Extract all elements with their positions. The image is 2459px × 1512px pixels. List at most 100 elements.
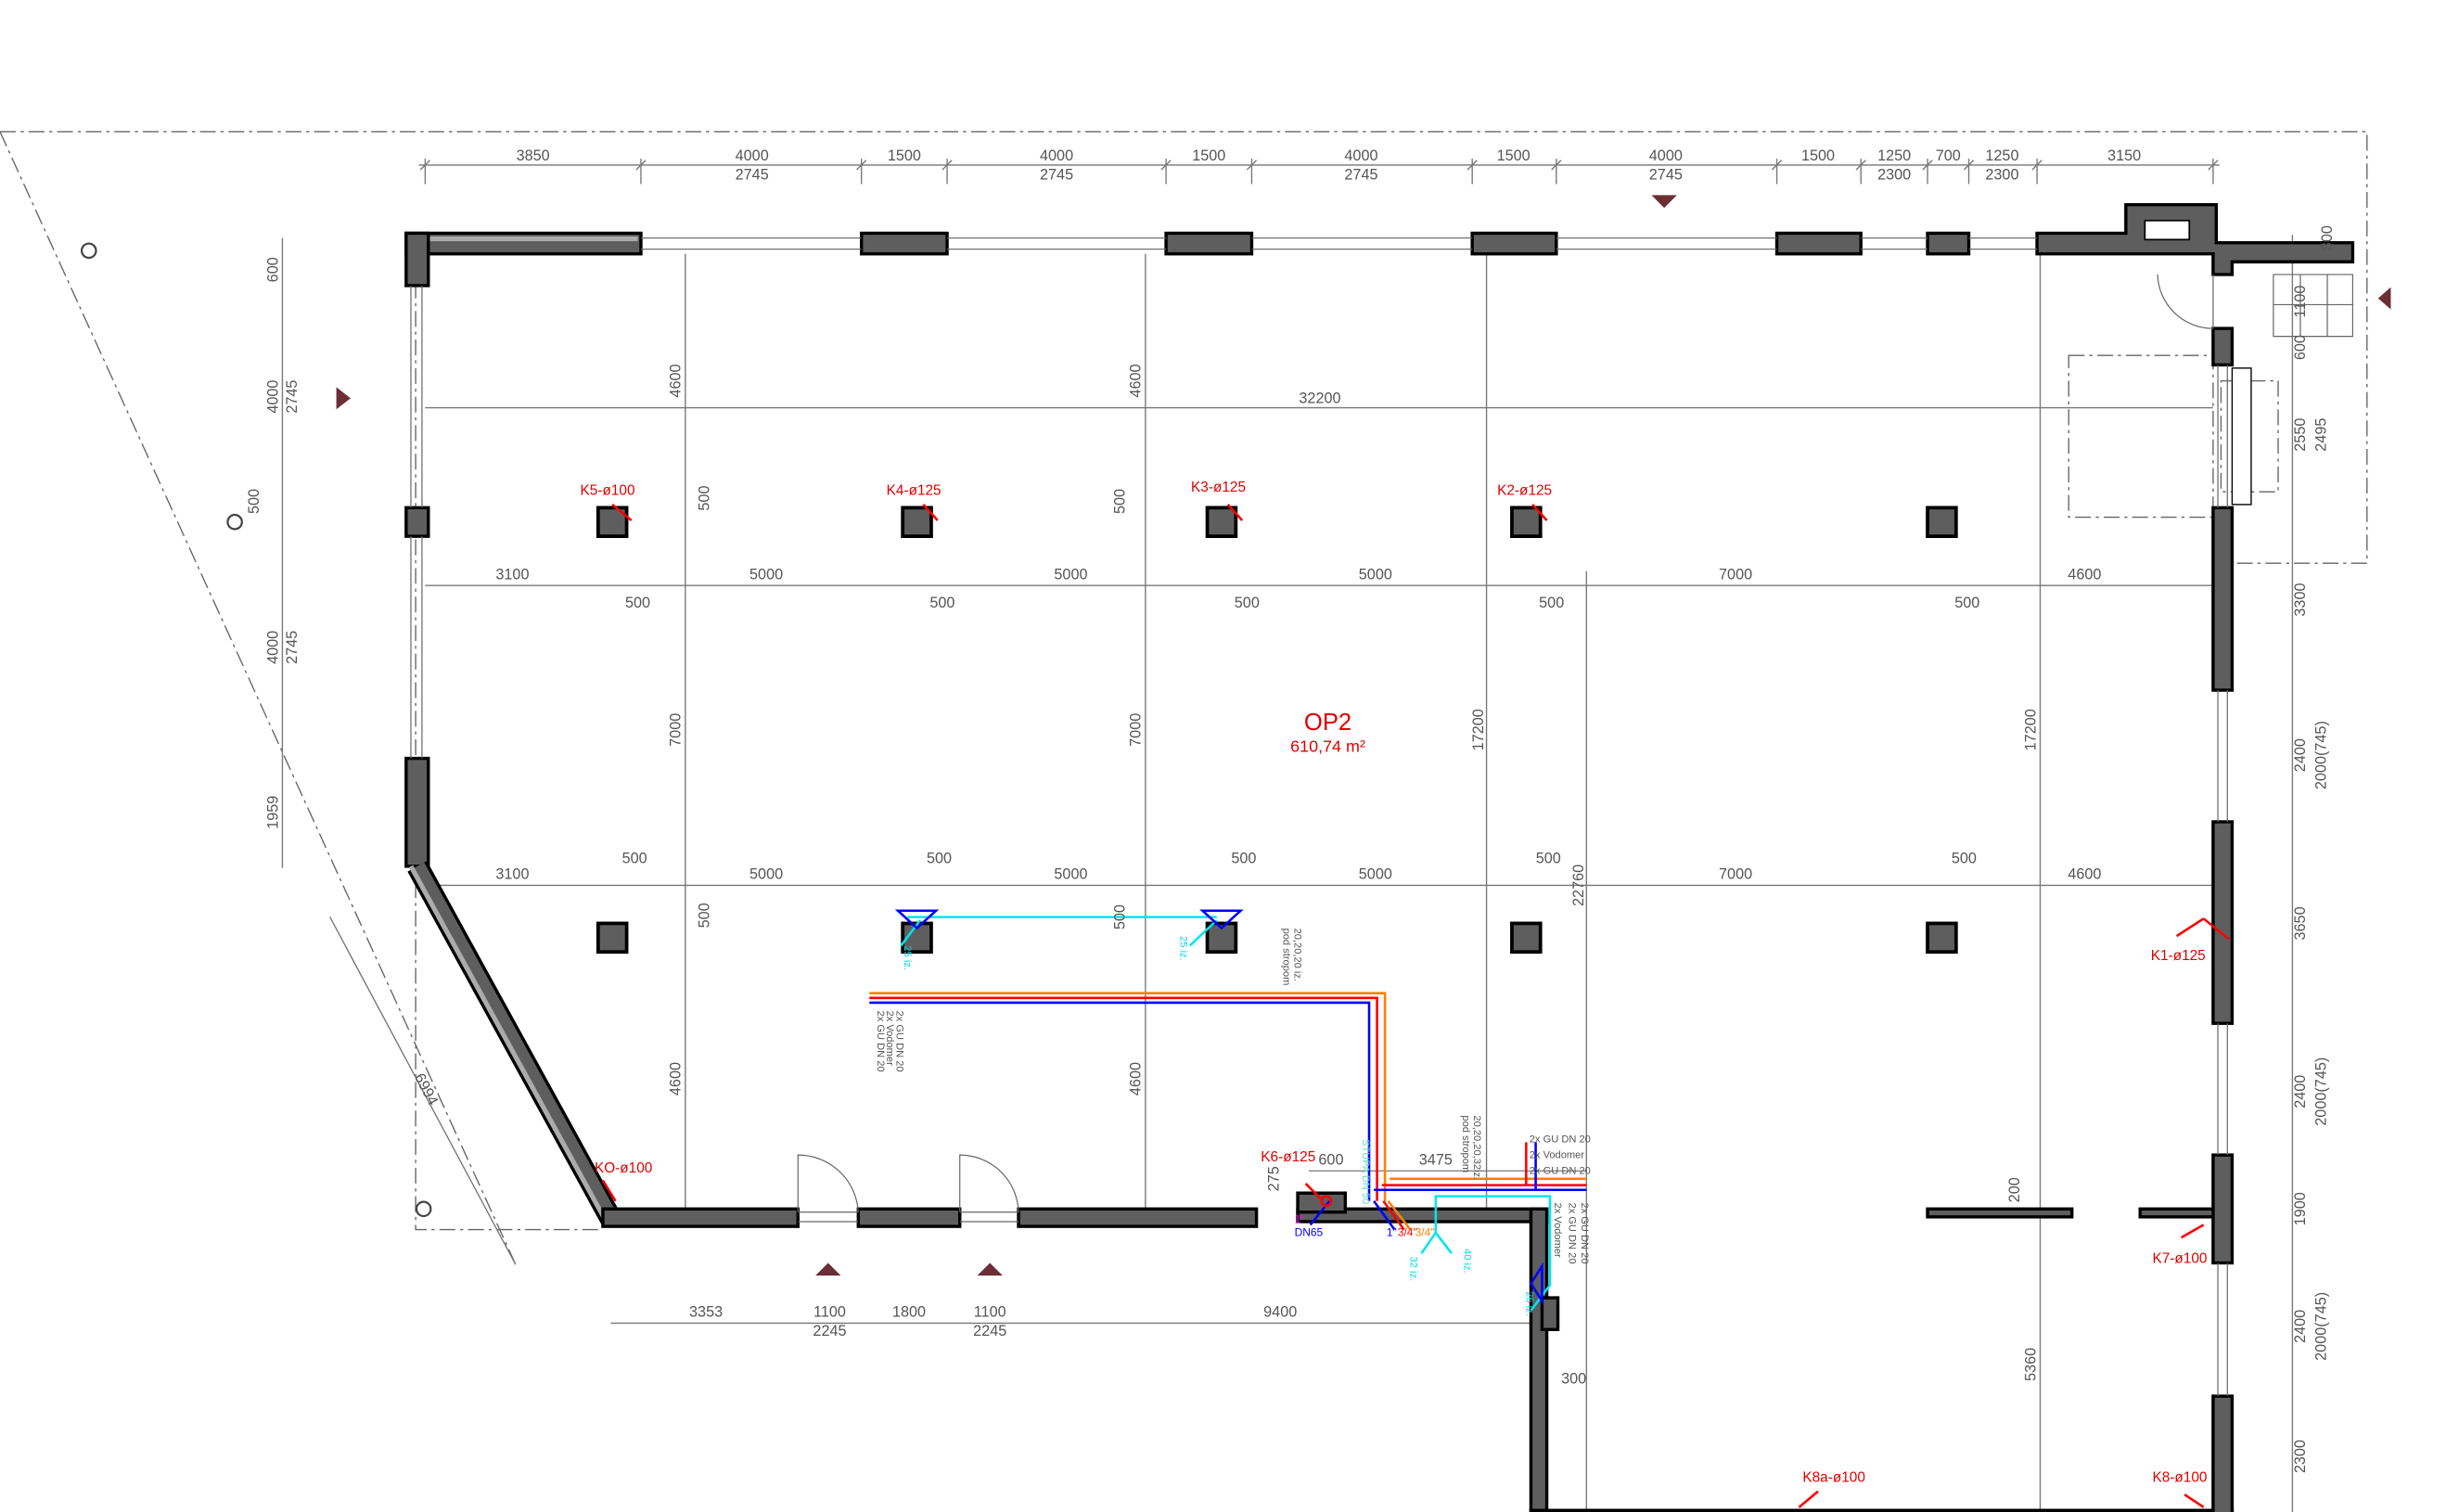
dim-label: 5000: [1054, 566, 1087, 583]
dim-label: 500: [1952, 850, 1977, 866]
dim-label: 32200: [1299, 390, 1340, 406]
dim-label: 4600: [2068, 866, 2101, 883]
column: [1926, 921, 1958, 955]
section-markers: [336, 195, 2391, 1276]
dim-label: 1500: [1801, 147, 1835, 164]
plot-boundary: [0, 131, 2368, 1265]
valve-note: 2x GU DN 20: [1567, 1202, 1578, 1263]
dim-label: 4600: [1128, 364, 1145, 397]
drain-label: K5-ø100: [581, 483, 635, 499]
left-dimensions: 600 4000 2745 500 4000 2745 1959: [246, 257, 301, 829]
pipe-size: 1": [1295, 1213, 1305, 1226]
dim-label: 300: [1561, 1370, 1586, 1387]
top-dimensions: 3850 4000 2745 1500 4000 2745 1500 4000 …: [517, 147, 2142, 184]
room-name: OP2: [1304, 710, 1351, 736]
dim-label: 3300: [2292, 583, 2309, 616]
dim-label: 4000: [1649, 147, 1683, 164]
drain-label: K2-ø125: [1497, 483, 1552, 499]
pipe-note: pod stropom: [1281, 929, 1292, 986]
dim-label: 2400: [2292, 1310, 2309, 1343]
valve-note: 2x Vodomer: [1552, 1202, 1563, 1258]
dim-label: 4600: [2068, 566, 2101, 583]
dim-label: 4600: [668, 364, 685, 397]
door-swing: [797, 1154, 859, 1212]
dim-label: 5360: [2022, 1348, 2039, 1381]
valve-note: 2x GU DN 20: [1530, 1166, 1591, 1177]
dim-label: 500: [246, 489, 263, 514]
dim-label: 500: [1536, 850, 1561, 866]
pipe-size: 3/4": [1415, 1225, 1435, 1238]
dim-label: 300: [2319, 225, 2336, 250]
dim-label: 2245: [973, 1323, 1006, 1339]
dim-label: 4000: [264, 380, 281, 414]
right-dimensions: 300 1100 600 2550 2495 3300 2400 2000(74…: [2292, 225, 2336, 1473]
dim-label: 2745: [284, 380, 301, 414]
dim-label: 7000: [1719, 866, 1752, 883]
pipe-size: DN65: [1295, 1225, 1324, 1238]
dim-label: 5000: [749, 566, 783, 583]
dim-label: 500: [929, 595, 954, 611]
walls: [404, 202, 2355, 1512]
dim-label: 500: [697, 486, 713, 511]
dim-label: 2745: [1649, 166, 1683, 183]
dim-label: 7000: [1719, 566, 1752, 583]
dim-label: 275: [1266, 1166, 1283, 1191]
plumbing-pipes: [601, 503, 2230, 1508]
door-swing: [959, 1154, 1019, 1212]
dim-label: 700: [1936, 147, 1961, 164]
dim-label: 1800: [892, 1304, 926, 1321]
dim-label: 500: [1954, 595, 1979, 611]
dim-label: 600: [2292, 335, 2309, 360]
drain-label: KO-ø100: [595, 1160, 652, 1176]
dim-label: 500: [622, 850, 647, 866]
dim-label: 500: [927, 850, 952, 866]
dim-label: 1250: [1877, 147, 1911, 164]
dim-label: 7000: [1128, 713, 1145, 747]
dim-label: 9400: [1263, 1304, 1297, 1321]
drain-label: K6-ø125: [1261, 1149, 1315, 1165]
dim-label: 5000: [749, 866, 783, 883]
dim-label: 2745: [1344, 166, 1377, 183]
pipe-note: 20,20,20 iz.: [1292, 929, 1303, 981]
plumbing-notes: 2x GU DN 20 2x Vodomer 2x GU DN 20 2x GU…: [875, 929, 1591, 1316]
dim-label: 4000: [1344, 147, 1377, 164]
pipe-size: 3/4": [1398, 1225, 1417, 1238]
column: [596, 921, 629, 955]
interior-dimensions: 32200 3100 5000 5000 5000 7000 4600 500 …: [495, 364, 2101, 1381]
dim-label: 2495: [2312, 418, 2329, 452]
columns: [596, 506, 1958, 955]
dim-label: 2000(745): [2312, 1292, 2329, 1361]
section-marker-top: [1651, 195, 1677, 209]
dim-label: 2745: [1040, 166, 1073, 183]
room-area: 610,74 m²: [1290, 737, 1365, 756]
dim-label: 1500: [888, 147, 921, 164]
pipe-note: pod stropom: [1460, 1115, 1471, 1172]
riser-label: STUPA DN 50: [1360, 1139, 1371, 1204]
drain-label: K3-ø125: [1191, 480, 1246, 495]
dim-label: 2745: [284, 631, 301, 664]
dim-label: 2000(745): [2312, 1057, 2329, 1126]
branch-size: 32 iz.: [1407, 1257, 1418, 1282]
dim-label: 4600: [668, 1062, 685, 1096]
dim-label: 2300: [1985, 166, 2018, 183]
dim-label: 500: [697, 903, 713, 928]
dim-label: 5000: [1359, 866, 1392, 883]
pipe-size: 1": [1387, 1225, 1397, 1238]
dim-label: 1959: [264, 796, 281, 829]
dim-label: 600: [264, 257, 281, 282]
dim-label: 4000: [264, 631, 281, 664]
dim-label: 500: [1112, 489, 1129, 514]
valve-note: 2x GU DN 20: [875, 1011, 886, 1072]
dim-label: 2745: [736, 166, 769, 183]
valve-note: 2x GU DN 20: [893, 1011, 904, 1072]
dim-label: 1900: [2292, 1192, 2309, 1225]
section-marker-left: [336, 387, 351, 410]
dim-label: 17200: [1470, 709, 1487, 750]
section-marker-bottom-2: [977, 1262, 1003, 1276]
dim-label: 1100: [974, 1304, 1006, 1321]
section-marker-right: [2377, 287, 2391, 310]
valve-note: 2x Vodomer: [884, 1011, 895, 1067]
dim-label: 500: [1539, 595, 1564, 611]
column: [1205, 921, 1238, 955]
